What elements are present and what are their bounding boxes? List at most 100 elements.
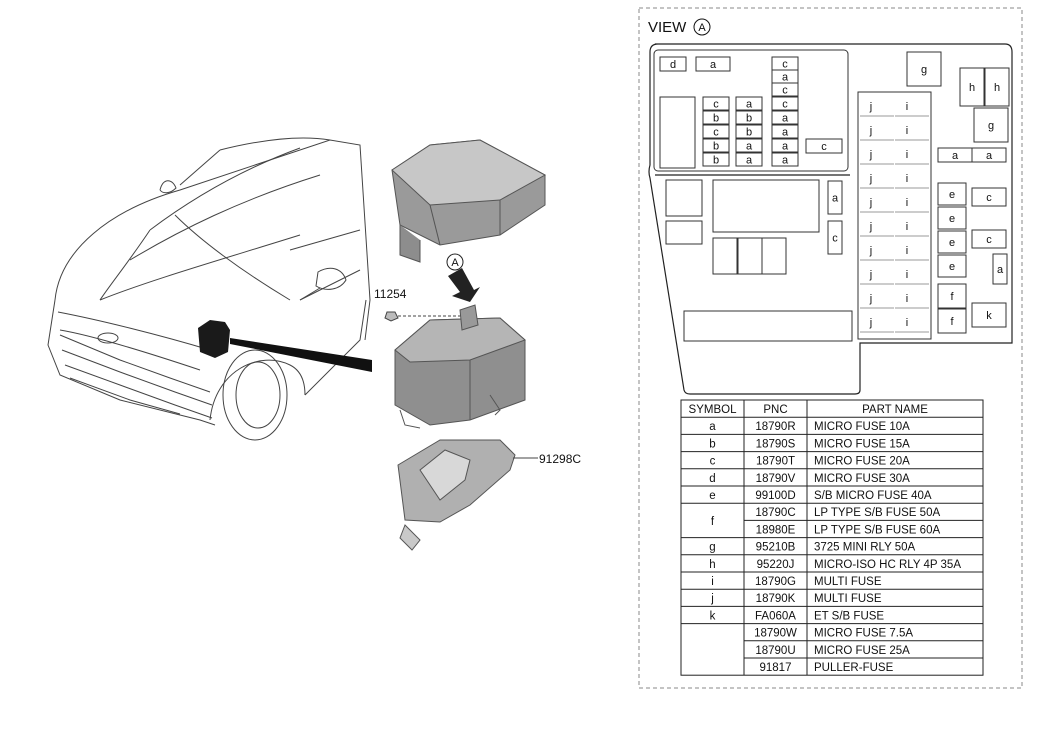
fuse-cell-label: b (746, 113, 752, 125)
fuse-cell-i: i (895, 197, 929, 213)
fuse-cell-label: j (869, 293, 872, 305)
fuse-cell-label: a (746, 99, 753, 111)
fuse-cell-j: j (860, 125, 894, 141)
table-cell-pnc: 18790U (755, 645, 795, 657)
table-cell-part-name: MULTI FUSE (814, 576, 882, 588)
fuse-cell-label: i (906, 101, 908, 113)
table-cell-symbol: f (711, 516, 715, 528)
table-cell-pnc: 18790W (754, 628, 797, 640)
fuse-cell-label: a (782, 155, 789, 167)
table-cell-pnc: 91817 (760, 662, 792, 674)
fuse-cell-a: a (735, 138, 763, 153)
fuse-cell-b: b (702, 110, 730, 125)
view-arrow: A (446, 253, 480, 302)
table-cell-symbol: b (709, 438, 715, 450)
fuse-cell-b: b (702, 152, 730, 167)
fuse-cell-e: e (937, 254, 967, 278)
fuse-cell-label: j (869, 149, 872, 161)
fuse-cell-c: c (771, 82, 799, 97)
fuse-cell-label: a (710, 59, 717, 71)
table-cell-pnc: 95220J (757, 559, 795, 571)
table-cell-pnc: 18790V (756, 473, 796, 485)
fuse-cell-j: j (860, 221, 894, 237)
fuse-cell-label: c (832, 233, 838, 245)
car-illustration (47, 137, 371, 441)
table-cell-symbol: e (709, 490, 715, 502)
fuse-cell-a: a (735, 96, 763, 111)
fuse-cell-label: i (906, 245, 908, 257)
fusebox-main-body (394, 304, 526, 429)
fuse-cell-h: h (959, 67, 985, 107)
table-header-cell: PART NAME (862, 404, 928, 416)
fuse-cell-i: i (895, 221, 929, 237)
fuse-cell-f: f (937, 308, 967, 334)
fuse-cell-label: b (713, 141, 719, 153)
fuse-cell-label: j (869, 173, 872, 185)
table-cell-symbol: h (709, 559, 715, 571)
table-cell-symbol: d (709, 473, 715, 485)
table-cell-pnc: 18790T (756, 456, 795, 468)
table-cell-pnc: 18790G (755, 576, 796, 588)
fuse-cell-a: a (771, 152, 799, 167)
fuse-cell-i: i (895, 269, 929, 285)
fuse-cell-a: a (771, 138, 799, 153)
table-row: i 18790G MULTI FUSE (681, 571, 983, 588)
fuse-cell-a: a (735, 152, 763, 167)
fuse-cell-label: a (746, 141, 753, 153)
table-cell-part-name: MICRO FUSE 10A (814, 421, 910, 433)
fuse-cell-g: g (973, 107, 1009, 143)
table-cell-pnc: 18980E (756, 524, 796, 536)
fuse-cell-i: i (895, 293, 929, 309)
car-fusebox-marker (198, 320, 372, 372)
table-cell-part-name: MULTI FUSE (814, 593, 882, 605)
fuse-cell-j: j (860, 245, 894, 261)
fuse-cell-c: c (771, 56, 799, 71)
fuse-cell-label: a (782, 127, 789, 139)
table-cell-pnc: 18790K (756, 593, 796, 605)
fuse-cell-i: i (895, 149, 929, 165)
fuse-cell-label: j (869, 125, 872, 137)
fuse-cell-label: j (869, 221, 872, 233)
fuse-cell-c: c (827, 220, 843, 255)
screw-part-number: 11254 (374, 287, 407, 301)
fuse-cell-label: j (869, 245, 872, 257)
fuse-block-upper (653, 49, 849, 172)
table-cell-symbol: g (709, 542, 715, 554)
fuse-cell-label: f (950, 316, 954, 328)
table-header-cell: PNC (763, 404, 787, 416)
fuse-cell-label: c (821, 141, 827, 153)
table-cell-symbol: i (711, 576, 714, 588)
arrow-label: A (451, 257, 459, 269)
fuse-cell-a: a (771, 110, 799, 125)
fuse-cell-label: i (906, 173, 908, 185)
table-header-cell: SYMBOL (689, 404, 738, 416)
fuse-cell-label: b (713, 155, 719, 167)
fuse-layout (648, 43, 1013, 395)
fuse-cell-label: d (670, 59, 676, 71)
fuse-cell-label: j (869, 101, 872, 113)
fuse-cell-label: a (997, 264, 1004, 276)
fuse-empty-blocks (665, 91, 932, 342)
fuse-cell-a: a (971, 147, 1007, 163)
fuse-cell-c: c (702, 124, 730, 139)
fuse-cell-label: h (994, 82, 1000, 94)
view-panel-border (638, 7, 1023, 689)
fuse-cell-c: c (771, 96, 799, 111)
fuse-cell-label: i (906, 317, 908, 329)
table-cell-pnc: 95210B (756, 542, 796, 554)
table-cell-symbol: a (709, 421, 716, 433)
fuse-cell-i: i (895, 317, 929, 333)
lower-cover-part-number: 91298C (539, 452, 581, 466)
fuse-cell-f: f (937, 283, 967, 309)
fuse-cell-label: h (969, 82, 975, 94)
fuse-cell-a: a (695, 56, 731, 72)
fuse-cell-j: j (860, 317, 894, 333)
